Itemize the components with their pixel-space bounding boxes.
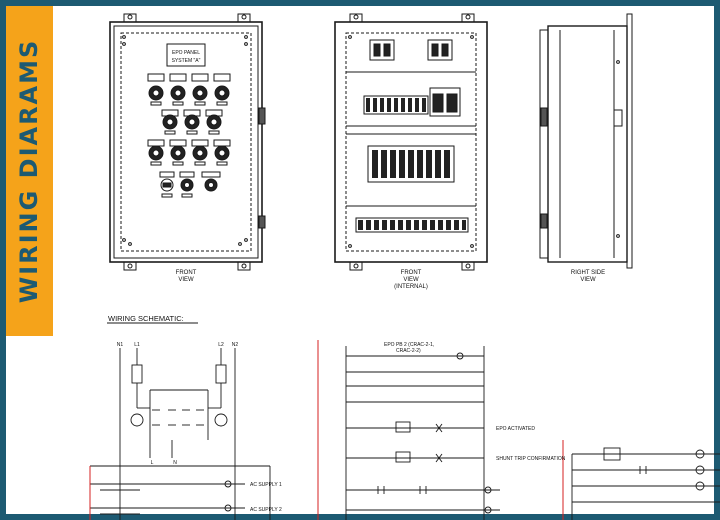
terminal-n2: N2 xyxy=(232,342,239,348)
pushbutton-label-1: EPO PB 2 (CRAC-2-1, xyxy=(384,342,434,348)
nameplate-line-2: SYSTEM "A" xyxy=(172,58,201,64)
schematic-right-section xyxy=(571,447,720,520)
front-view-label-1: FRONT xyxy=(176,270,197,276)
terminal-l1: L1 xyxy=(134,342,140,348)
front-view xyxy=(109,13,266,271)
terminal-l2: L2 xyxy=(218,342,224,348)
internal-view-label-3: (INTERNAL) xyxy=(394,284,428,290)
front-key-switch-row xyxy=(159,171,221,198)
internal-view xyxy=(334,13,488,271)
drawing-sheet xyxy=(6,6,714,514)
internal-view-label-2: VIEW xyxy=(403,277,419,283)
terminal-n1: N1 xyxy=(117,342,124,348)
front-pushbutton-row xyxy=(147,139,231,166)
output-label-shunt-trip: SHUNT TRIP CONFIRMATION xyxy=(496,456,566,462)
nameplate-line-1: EPO PANEL xyxy=(172,50,200,56)
front-view-label-2: VIEW xyxy=(178,277,194,283)
front-selector-row xyxy=(147,73,231,106)
schematic-control-section xyxy=(345,346,500,520)
schematic-title: WIRING SCHEMATIC: xyxy=(108,314,184,323)
schematic-power-section xyxy=(89,322,271,520)
banner-title: WIRING DIARAMS xyxy=(15,38,43,304)
pushbutton-label-2: CRAC-2-2) xyxy=(396,348,421,354)
bus-label-l: L xyxy=(151,460,154,466)
supply-label-2: AC SUPPLY 2 xyxy=(250,507,282,513)
internal-view-label-1: FRONT xyxy=(401,270,422,276)
bus-label-n: N xyxy=(173,460,177,466)
title-banner xyxy=(6,6,53,336)
output-label-epo-activated: EPO ACTIVATED xyxy=(496,426,535,432)
front-lamp-row xyxy=(161,109,223,135)
side-view xyxy=(539,13,633,269)
side-view-label-2: VIEW xyxy=(580,277,596,283)
supply-label-1: AC SUPPLY 1 xyxy=(250,482,282,488)
side-view-label-1: RIGHT SIDE xyxy=(571,270,605,276)
